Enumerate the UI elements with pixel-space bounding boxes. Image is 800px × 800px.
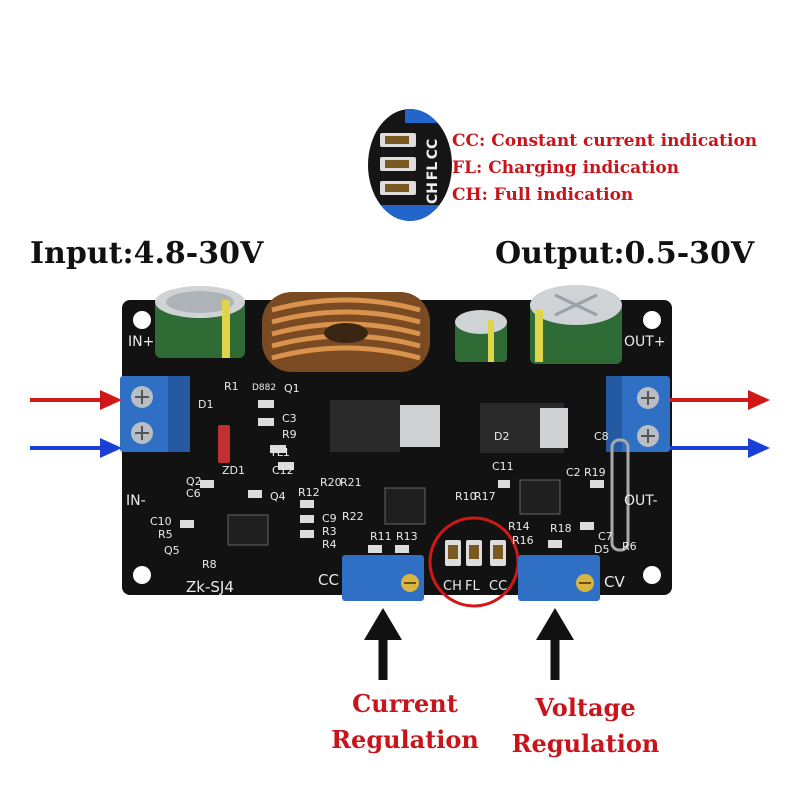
current-label-line2: Regulation xyxy=(331,725,479,754)
small-capacitor xyxy=(455,310,507,362)
silk-ref: R16 xyxy=(512,534,534,547)
silk-out-plus: OUT+ xyxy=(624,334,666,350)
silk-ref: R4 xyxy=(322,538,337,551)
mosfet-package xyxy=(330,400,400,452)
inset-silk-cc: CC xyxy=(425,139,441,160)
inset-silk-fl: FL xyxy=(425,162,441,181)
silk-ref: ZD1 xyxy=(222,464,245,477)
silk-ref: C8 xyxy=(594,430,609,443)
silk-ref: Q2 xyxy=(186,475,202,488)
output-arrow-red xyxy=(670,390,770,410)
voltage-pointer-arrow xyxy=(536,608,574,680)
silk-led-cc: CC xyxy=(489,579,507,594)
silk-ref: R8 xyxy=(202,558,217,571)
silk-chip-q1: D882 xyxy=(252,383,276,393)
ic-3 xyxy=(227,514,269,546)
silk-ref: C12 xyxy=(272,464,294,477)
silk-ref: D1 xyxy=(198,398,213,411)
legend-line-fl: FL: Charging indication xyxy=(452,158,680,178)
silk-ref: R11 xyxy=(370,530,392,543)
ic-2 xyxy=(519,479,561,515)
silk-ref: Q1 xyxy=(284,382,300,395)
voltage-potentiometer xyxy=(518,555,600,601)
output-voltage-label: Output:0.5-30V xyxy=(495,236,755,271)
output-capacitor xyxy=(530,285,622,364)
voltage-label-line2: Regulation xyxy=(511,729,660,758)
silk-out-minus: OUT- xyxy=(624,493,658,509)
legend-line-ch: CH: Full indication xyxy=(452,185,634,205)
silk-ref: R3 xyxy=(322,525,337,538)
output-terminal-block xyxy=(606,376,670,452)
silk-ref: R10 xyxy=(455,490,477,503)
silk-ref: R19 xyxy=(584,466,606,479)
silk-cc: CC xyxy=(318,571,339,589)
silk-ref: C10 xyxy=(150,515,172,528)
inset-silk-ch: CH xyxy=(425,182,441,204)
silk-ref: C6 xyxy=(186,487,201,500)
silk-ref: R17 xyxy=(474,490,496,503)
silk-ref: R20 xyxy=(320,476,342,489)
silk-led-ch: CH xyxy=(443,579,462,594)
input-capacitor xyxy=(155,286,245,358)
input-arrow-red xyxy=(30,390,122,410)
silk-ref: C9 xyxy=(322,512,337,525)
silk-ref: R14 xyxy=(508,520,530,533)
input-terminal-block xyxy=(120,376,190,452)
silk-ref: C11 xyxy=(492,460,514,473)
toroid-inductor xyxy=(262,292,430,372)
voltage-regulation-label: Voltage Regulation xyxy=(498,690,673,762)
current-regulation-label: Current Regulation xyxy=(320,686,490,758)
led-inset-photo: CC FL CH xyxy=(365,105,455,225)
silk-ref: TL1 xyxy=(269,446,290,459)
silk-ref: D2 xyxy=(494,430,509,443)
silk-ref: R9 xyxy=(282,428,297,441)
legend-line-cc: CC: Constant current indication xyxy=(452,131,758,151)
indicator-leds xyxy=(445,540,506,566)
silk-ref: R13 xyxy=(396,530,418,543)
silk-ref: C7 xyxy=(598,530,613,543)
silk-ref: R21 xyxy=(340,476,362,489)
silk-ref: Q4 xyxy=(270,490,286,503)
silk-ref: C2 xyxy=(566,466,581,479)
silk-ref: R22 xyxy=(342,510,364,523)
current-pointer-arrow xyxy=(364,608,402,680)
current-label-line1: Current xyxy=(352,689,458,718)
silk-ref: C3 xyxy=(282,412,297,425)
input-arrow-blue xyxy=(30,438,122,458)
input-voltage-label: Input:4.8-30V xyxy=(30,236,264,271)
silk-model: Zk-SJ4 xyxy=(186,578,234,596)
silk-ref: R5 xyxy=(158,528,173,541)
silk-ref: R1 xyxy=(224,380,239,393)
ic-1 xyxy=(384,487,426,525)
silk-cv: CV xyxy=(604,573,625,591)
silk-ref: Q5 xyxy=(164,544,180,557)
current-potentiometer xyxy=(342,555,424,601)
silk-in-plus: IN+ xyxy=(128,334,154,350)
silk-ref: D5 xyxy=(594,543,609,556)
silk-led-fl: FL xyxy=(465,579,480,594)
silk-in-minus: IN- xyxy=(126,493,146,509)
silk-ref: R6 xyxy=(622,540,637,553)
silk-ref: R12 xyxy=(298,486,320,499)
output-arrow-blue xyxy=(670,438,770,458)
voltage-label-line1: Voltage xyxy=(535,693,636,722)
silk-ref: R18 xyxy=(550,522,572,535)
